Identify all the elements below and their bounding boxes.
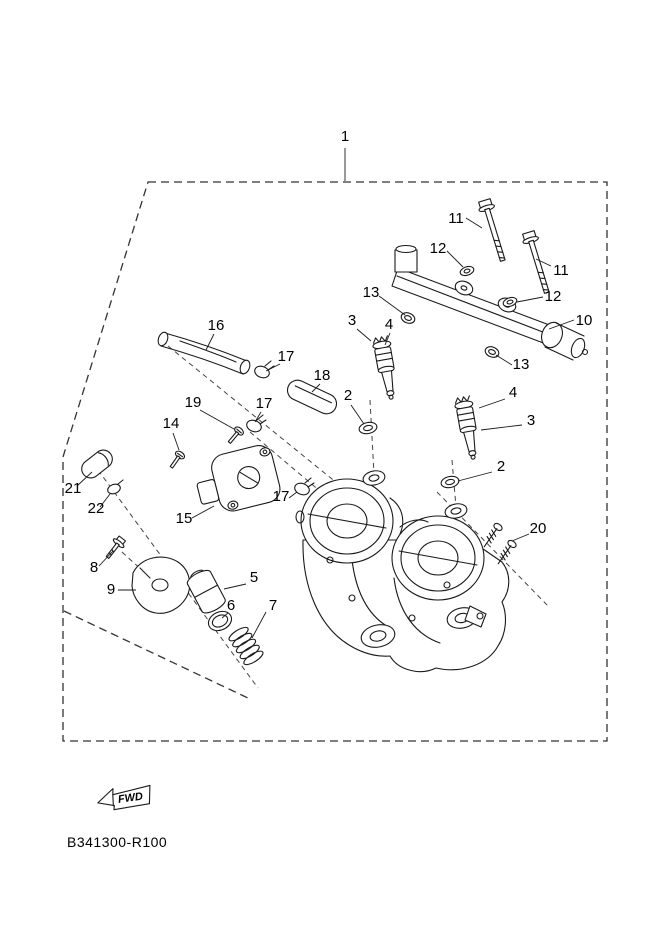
clamp-22 [107, 479, 124, 495]
callout-12-a[interactable]: 12 [430, 240, 447, 257]
cap-21 [81, 449, 113, 479]
callout-15[interactable]: 15 [176, 510, 193, 527]
callout-2-b[interactable]: 2 [497, 458, 505, 475]
callout-13-a[interactable]: 13 [363, 284, 380, 301]
throttle-body [295, 470, 510, 673]
bracket-9 [131, 556, 191, 614]
callouts: 1 11 12 11 12 13 3 4 10 16 17 18 13 2 4 … [65, 128, 593, 614]
clamp-17-b [246, 414, 267, 433]
callout-8[interactable]: 8 [90, 559, 98, 576]
sensor-15 [196, 445, 281, 512]
clamp-17-c [294, 477, 315, 496]
callout-20[interactable]: 20 [530, 520, 547, 537]
diagram-code: B341300-R100 [67, 834, 167, 850]
callout-3-a[interactable]: 3 [348, 312, 356, 329]
callout-21[interactable]: 21 [65, 480, 82, 497]
callout-22[interactable]: 22 [88, 500, 105, 517]
grommet-2-b [440, 475, 460, 489]
callout-6[interactable]: 6 [227, 597, 235, 614]
bolt-11-b [522, 230, 550, 294]
callout-4-b[interactable]: 4 [509, 384, 517, 401]
callout-12-b[interactable]: 12 [545, 288, 562, 305]
callout-17-c[interactable]: 17 [273, 488, 290, 505]
spring-7 [228, 626, 264, 666]
grommet-2-a [358, 421, 378, 435]
fuel-rail [391, 244, 589, 361]
seal-13-a [400, 312, 416, 324]
screw-20-b [497, 539, 517, 565]
callout-4-a[interactable]: 4 [385, 316, 393, 333]
hose-18 [286, 379, 338, 415]
callout-5[interactable]: 5 [250, 569, 258, 586]
callout-2-a[interactable]: 2 [344, 387, 352, 404]
callout-16[interactable]: 16 [208, 317, 225, 334]
fwd-label: FWD [117, 791, 144, 806]
callout-1[interactable]: 1 [341, 128, 349, 145]
callout-7[interactable]: 7 [269, 597, 277, 614]
callout-17-b[interactable]: 17 [256, 395, 273, 412]
sensor-5 [186, 569, 226, 614]
washer-12-b [502, 296, 518, 308]
callout-3-b[interactable]: 3 [527, 412, 535, 429]
washer-12-a [459, 265, 475, 277]
screw-20-a [483, 522, 503, 548]
callout-9[interactable]: 9 [107, 581, 115, 598]
hose-16 [157, 331, 251, 375]
o-ring-6 [207, 610, 233, 632]
screw-19 [227, 426, 244, 444]
callout-11-a[interactable]: 11 [448, 210, 464, 227]
clamp-17-a [254, 360, 275, 379]
callout-10[interactable]: 10 [576, 312, 593, 329]
assembly-boundary [62, 181, 608, 742]
bolt-11-a [478, 198, 506, 262]
callout-14[interactable]: 14 [163, 415, 180, 432]
seal-13-b [484, 346, 500, 358]
leader-lines [76, 148, 575, 639]
callout-19[interactable]: 19 [185, 394, 202, 411]
injector-right [454, 395, 477, 460]
bolt-8 [105, 535, 127, 559]
fwd-arrow-icon: FWD [97, 784, 151, 811]
callout-11-b[interactable]: 11 [553, 262, 569, 279]
callout-13-b[interactable]: 13 [513, 356, 530, 373]
callout-18[interactable]: 18 [314, 367, 331, 384]
screw-14 [169, 450, 186, 469]
callout-17-a[interactable]: 17 [278, 348, 295, 365]
boundary-diagonal [63, 610, 251, 700]
injector-left [372, 335, 395, 400]
